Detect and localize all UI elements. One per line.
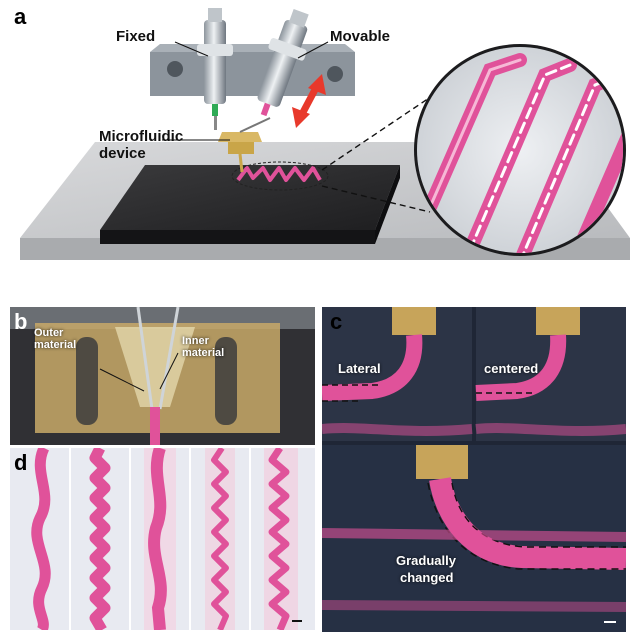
panel-c: c Lateral centered Gradually changed <box>322 307 626 632</box>
label-centered: centered <box>484 361 539 376</box>
panel-letter-b: b <box>14 309 28 334</box>
label-fixed: Fixed <box>116 28 156 45</box>
label-inner-line1: Inner <box>182 335 209 347</box>
microfluidic-chip <box>218 117 271 173</box>
printed-pattern <box>236 166 322 182</box>
fixed-syringe <box>197 8 233 130</box>
panel-c-photos <box>322 307 626 632</box>
panel-b: b Outer material Inner material <box>10 307 315 445</box>
label-gradual-line2: changed <box>400 570 454 585</box>
label-device-line1: Microfluidic <box>99 128 184 145</box>
label-outer-line1: Outer <box>34 327 64 339</box>
panel-d-micrographs <box>10 448 315 630</box>
panel-a-illustration <box>20 8 630 260</box>
panel-d: d <box>10 448 315 630</box>
label-gradual-line1: Gradually <box>396 553 456 568</box>
panel-a: a <box>0 0 634 305</box>
label-device-line2: device <box>99 145 146 162</box>
panel-letter-a: a <box>14 4 27 29</box>
label-lateral: Lateral <box>338 361 381 376</box>
movable-syringe <box>257 9 309 117</box>
label-movable: Movable <box>330 28 391 45</box>
label-outer-line2: material <box>34 339 77 351</box>
panel-b-illustration <box>10 307 315 445</box>
panel-letter-d: d <box>14 450 28 475</box>
label-inner-line2: material <box>182 347 225 359</box>
panel-letter-c: c <box>330 309 343 334</box>
movement-arrow <box>292 74 326 128</box>
